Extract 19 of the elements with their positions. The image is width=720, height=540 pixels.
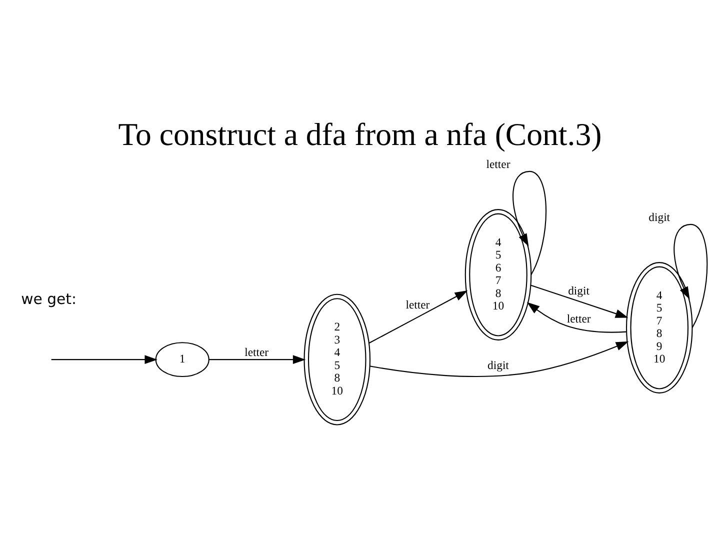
arrow — [368, 290, 468, 344]
node-ellipse: 2 3 4 5 8 10 — [304, 294, 371, 426]
edge-label: letter — [406, 298, 430, 312]
edge-label: digit — [648, 211, 670, 224]
node-ellipse: 4 5 7 8 9 10 — [626, 262, 693, 394]
arrow — [51, 355, 158, 364]
edge-label: digit — [488, 358, 509, 372]
arrow — [530, 284, 628, 318]
node-ellipse: 4 5 6 7 8 10 — [464, 209, 532, 340]
edge-label: digit — [568, 284, 590, 298]
edge-label: letter — [244, 346, 269, 360]
diagram-title: To construct a dfa from a nfa (Cont.3) — [118, 116, 602, 152]
arrow — [526, 302, 626, 333]
label: we get: — [21, 291, 76, 308]
arrow — [208, 355, 306, 364]
node-ellipse: 1 — [155, 342, 210, 378]
edge-label: letter — [566, 312, 591, 326]
arrow — [370, 341, 629, 378]
edge-label: letter — [486, 158, 510, 172]
